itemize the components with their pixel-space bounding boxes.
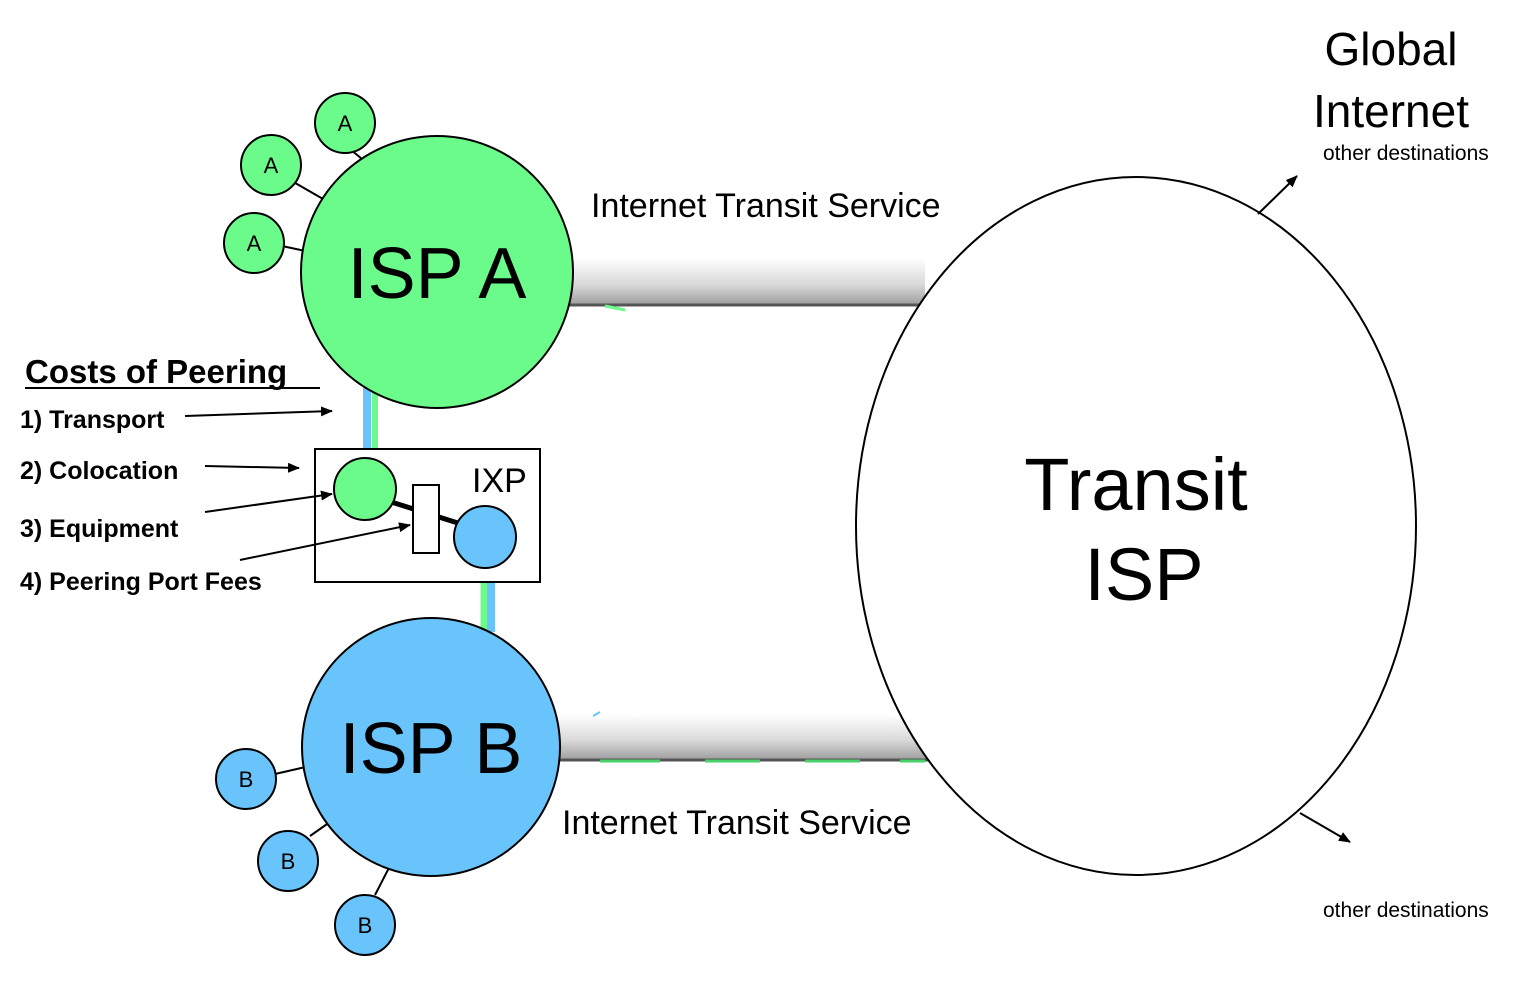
other-destinations-top: other destinations (1323, 142, 1489, 165)
transit-isp-line2: ISP (1084, 533, 1203, 616)
ixp-switch (412, 484, 440, 554)
svg-text:B: B (239, 767, 254, 792)
cost-item-port-fees: 4) Peering Port Fees (20, 568, 262, 596)
isp-a-label: ISP A (348, 234, 527, 314)
cost-item-colocation: 2) Colocation (20, 457, 178, 485)
customer-a-2: A (240, 134, 302, 196)
customer-a-3: A (223, 212, 285, 274)
cost-item-transport: 1) Transport (20, 406, 165, 434)
arrow-to-destinations-bottom (1299, 812, 1351, 843)
transit-pipe-top (555, 258, 925, 312)
isp-a-node: ISP A (300, 135, 574, 409)
arrow-to-destinations-top (1257, 175, 1298, 215)
svg-text:A: A (247, 231, 262, 256)
ixp-router-a (333, 457, 397, 521)
costs-title: Costs of Peering (25, 353, 287, 390)
svg-text:A: A (264, 153, 279, 178)
arrow-colocation (204, 462, 300, 473)
isp-b-label: ISP B (340, 709, 523, 789)
transit-service-label-top: Internet Transit Service (591, 187, 941, 225)
global-internet-line1: Global (1325, 23, 1458, 75)
transit-isp-line1: Transit (1024, 443, 1248, 526)
arrow-port-fees (239, 522, 411, 561)
transit-service-label-bottom: Internet Transit Service (562, 804, 912, 842)
customer-b-1: B (215, 748, 277, 810)
other-destinations-bottom: other destinations (1323, 899, 1489, 922)
customer-b-3: B (334, 894, 396, 956)
transit-pipe-bottom (550, 711, 930, 763)
ixp-router-b (453, 505, 517, 569)
ixp-box: IXP (314, 448, 541, 583)
costs-of-peering: Costs of Peering 1) Transport 2) Colocat… (20, 353, 411, 596)
cost-item-equipment: 3) Equipment (20, 515, 179, 543)
arrow-transport (184, 406, 333, 417)
transit-isp-node: Transit ISP (855, 176, 1417, 876)
svg-text:B: B (281, 849, 296, 874)
svg-text:B: B (358, 913, 373, 938)
global-internet-line2: Internet (1313, 85, 1469, 137)
customer-b-2: B (257, 830, 319, 892)
customer-a-1: A (314, 92, 376, 154)
isp-b-node: ISP B (301, 617, 561, 877)
ixp-label: IXP (472, 462, 527, 500)
arrow-equipment (204, 490, 333, 513)
svg-text:A: A (338, 111, 353, 136)
